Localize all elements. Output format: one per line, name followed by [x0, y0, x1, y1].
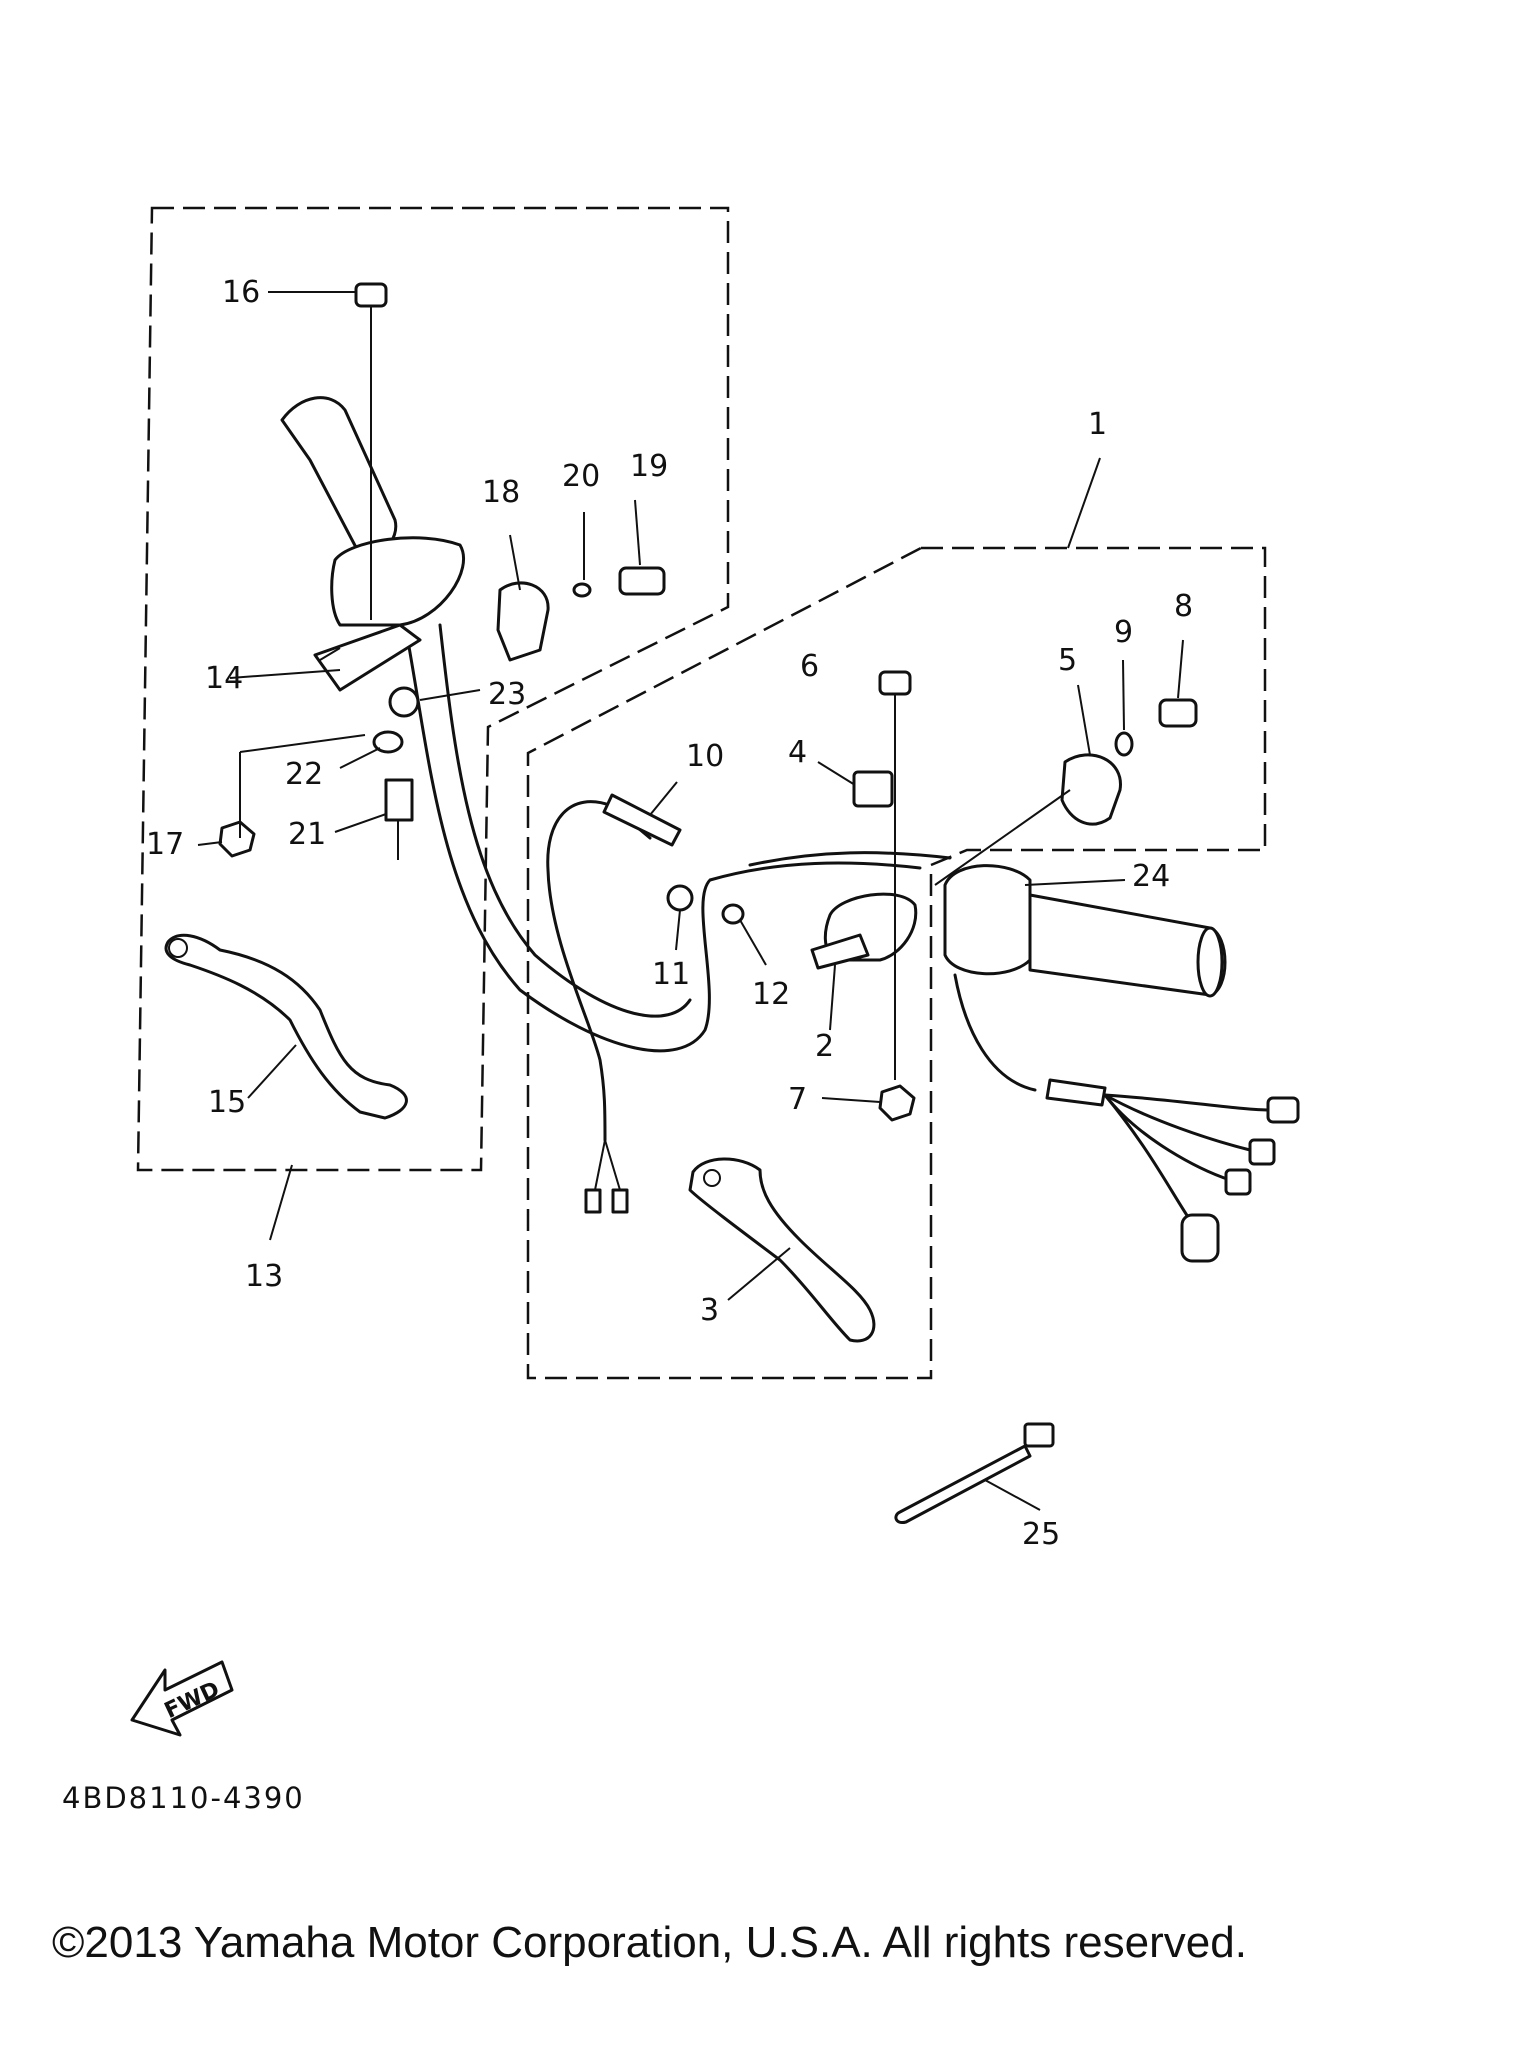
left-grip — [280, 396, 398, 558]
callout-13: 13 — [245, 1259, 284, 1294]
fwd-arrow-icon: FWD — [130, 1660, 234, 1737]
part-20-washer — [572, 582, 592, 598]
leader-lines — [197, 291, 1184, 1511]
callout-16: 16 — [222, 275, 261, 310]
part-23-screw — [388, 686, 420, 718]
callout-25: 25 — [1022, 1517, 1061, 1552]
callout-18: 18 — [482, 475, 521, 510]
part-24-throttle-housing — [943, 864, 1032, 976]
callout-9: 9 — [1114, 615, 1134, 650]
callout-20: 20 — [562, 459, 601, 494]
part-15-clutch-lever — [164, 933, 408, 1120]
part-11-nut — [666, 884, 694, 912]
connector-1 — [1266, 1096, 1300, 1124]
callout-6: 6 — [800, 649, 820, 684]
connector-2 — [1248, 1138, 1276, 1166]
callout-14: 14 — [205, 661, 244, 696]
drawing-code: 4BD8110-4390 — [62, 1781, 305, 1815]
connector-4 — [1180, 1213, 1220, 1263]
callout-12: 12 — [752, 977, 791, 1012]
part-6-bolt — [878, 670, 912, 696]
callout-24: 24 — [1132, 859, 1171, 894]
callout-2: 2 — [815, 1029, 835, 1064]
part-16-bolt — [354, 282, 388, 308]
callout-21: 21 — [288, 817, 327, 852]
part-19-screw — [618, 566, 666, 596]
callout-4: 4 — [788, 735, 808, 770]
callout-8: 8 — [1174, 589, 1194, 624]
callout-17: 17 — [146, 827, 185, 862]
part-8-screw — [1158, 698, 1198, 728]
callout-3: 3 — [700, 1293, 720, 1328]
right-grip — [1028, 893, 1227, 997]
callout-7: 7 — [788, 1082, 808, 1117]
part-25-cable-tie — [894, 1444, 1032, 1525]
part-18-clamp — [496, 581, 550, 662]
connector-3 — [1224, 1168, 1252, 1196]
callout-22: 22 — [285, 757, 324, 792]
callout-11: 11 — [652, 957, 691, 992]
copyright-notice: ©2013 Yamaha Motor Corporation, U.S.A. A… — [52, 1918, 1247, 1967]
part-21-adjuster — [384, 778, 414, 822]
part-3-brake-lever — [688, 1157, 876, 1343]
group-13-outline — [136, 206, 730, 1172]
part-12-washer — [721, 903, 745, 925]
callout-1: 1 — [1088, 407, 1108, 442]
callout-15: 15 — [208, 1085, 247, 1120]
callout-19: 19 — [630, 449, 669, 484]
callout-10: 10 — [686, 739, 725, 774]
part-7-nut — [878, 1084, 916, 1122]
handlebar — [404, 628, 922, 1053]
part-22-washer — [372, 730, 404, 754]
callout-23: 23 — [488, 677, 527, 712]
part-9-washer — [1114, 731, 1134, 757]
left-lever-holder — [330, 536, 466, 627]
part-5-clamp — [1060, 753, 1122, 826]
callout-5: 5 — [1058, 643, 1078, 678]
group-1-outline — [526, 546, 1267, 1380]
part-17-nut — [218, 820, 256, 858]
part-10-cable — [546, 800, 652, 1142]
part-4-switch — [852, 770, 894, 808]
